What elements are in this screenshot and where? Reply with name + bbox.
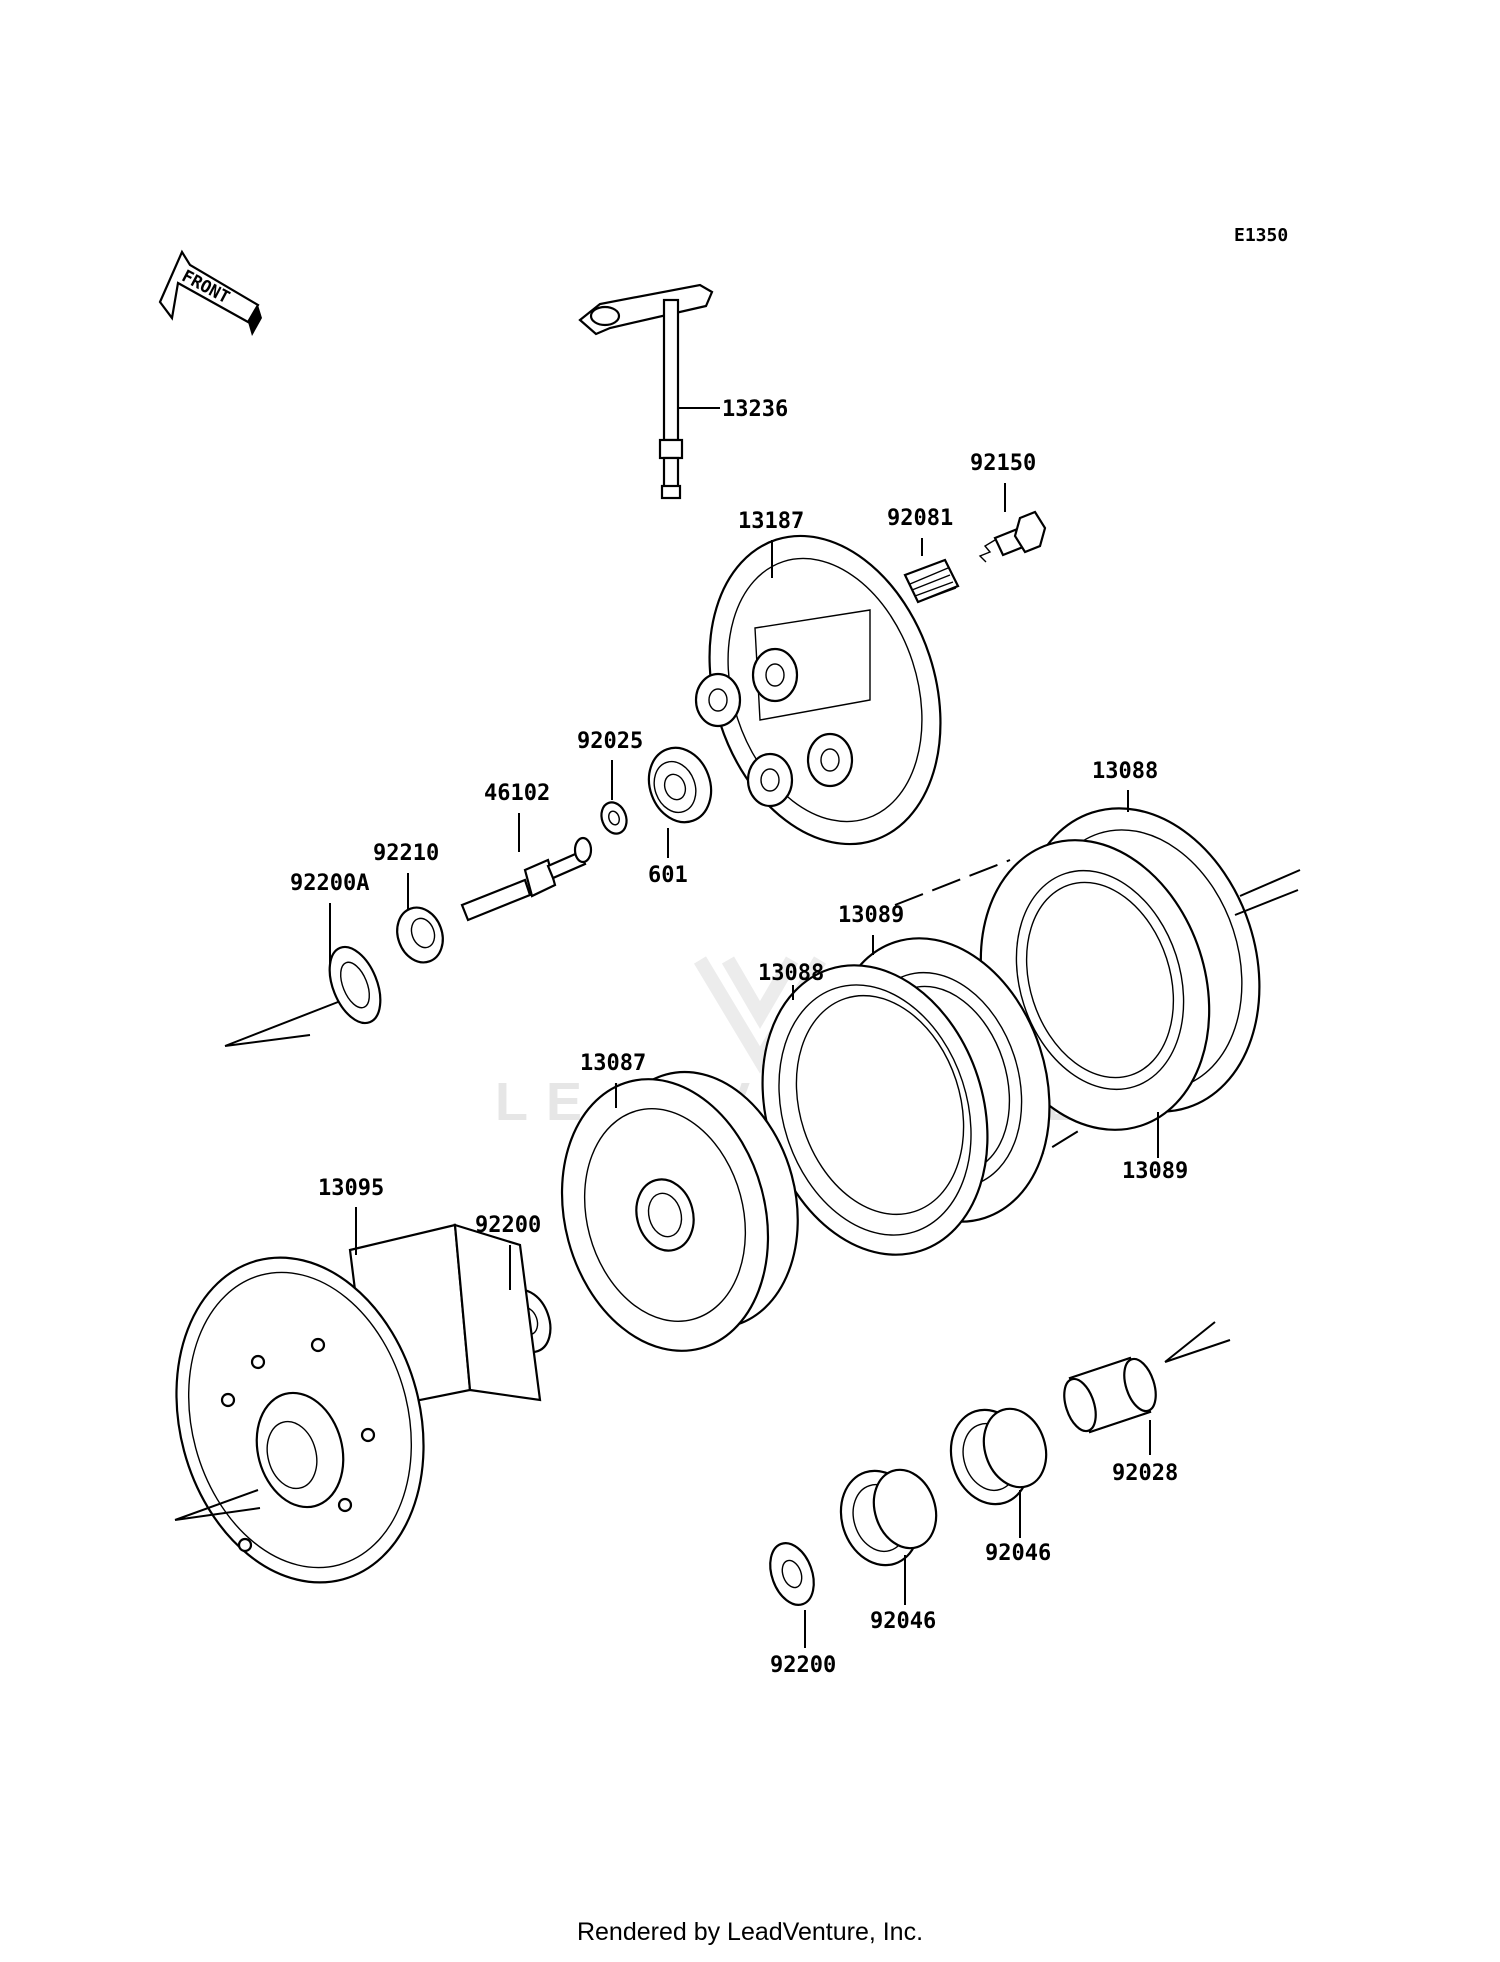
axis-line-bottom-left xyxy=(174,1489,261,1521)
part-label-13187[interactable]: 13187 xyxy=(738,509,804,534)
part-label-92150[interactable]: 92150 xyxy=(970,451,1036,476)
axis-line-right xyxy=(1164,1321,1231,1363)
part-label-92210[interactable]: 92210 xyxy=(373,841,439,866)
part-92028-drawing xyxy=(1063,1356,1157,1434)
part-92150-drawing xyxy=(978,510,1047,563)
part-92046-upper-drawing xyxy=(949,1407,1048,1506)
part-label-92028[interactable]: 92028 xyxy=(1112,1461,1178,1486)
part-92081-drawing xyxy=(903,558,960,604)
footer-credit: Rendered by LeadVenture, Inc. xyxy=(576,1918,924,1946)
part-label-13087[interactable]: 13087 xyxy=(580,1051,646,1076)
part-13187-drawing xyxy=(694,534,942,846)
part-label-92046-upper[interactable]: 92046 xyxy=(985,1541,1051,1566)
part-label-92200-middle[interactable]: 92200 xyxy=(475,1213,541,1238)
part-92200A-drawing xyxy=(328,945,382,1025)
front-label: FRONT xyxy=(178,266,233,308)
part-label-601[interactable]: 601 xyxy=(648,863,688,888)
part-label-92200-bottom[interactable]: 92200 xyxy=(770,1653,836,1678)
part-label-13088-middle[interactable]: 13088 xyxy=(758,961,824,986)
part-601-drawing xyxy=(647,746,713,824)
part-label-92046-lower[interactable]: 92046 xyxy=(870,1609,936,1634)
part-label-92025[interactable]: 92025 xyxy=(577,729,643,754)
part-label-13095[interactable]: 13095 xyxy=(318,1176,384,1201)
part-label-13089-right[interactable]: 13089 xyxy=(1122,1159,1188,1184)
front-arrow-icon: FRONT xyxy=(158,249,262,336)
part-13087-drawing xyxy=(560,1070,799,1352)
part-92025-drawing xyxy=(600,801,628,835)
part-13088-middle-drawing xyxy=(761,964,989,1256)
diagram-code: E1350 xyxy=(1234,225,1288,246)
axis-line-left xyxy=(224,1001,339,1047)
part-label-13088-upper[interactable]: 13088 xyxy=(1092,759,1158,784)
part-92200-bottom-drawing xyxy=(769,1542,815,1606)
part-13236-drawing xyxy=(578,283,714,500)
part-label-13089-middle[interactable]: 13089 xyxy=(838,903,904,928)
part-label-92081[interactable]: 92081 xyxy=(887,506,953,531)
part-92210-drawing xyxy=(396,906,444,964)
part-label-46102[interactable]: 46102 xyxy=(484,781,550,806)
part-92046-lower-drawing xyxy=(839,1468,938,1567)
part-label-92200A[interactable]: 92200A xyxy=(290,871,369,896)
part-13095-drawing xyxy=(175,1223,542,1584)
part-label-13236[interactable]: 13236 xyxy=(722,397,788,422)
part-46102-drawing xyxy=(460,836,593,922)
leader-lines xyxy=(329,407,1159,1648)
